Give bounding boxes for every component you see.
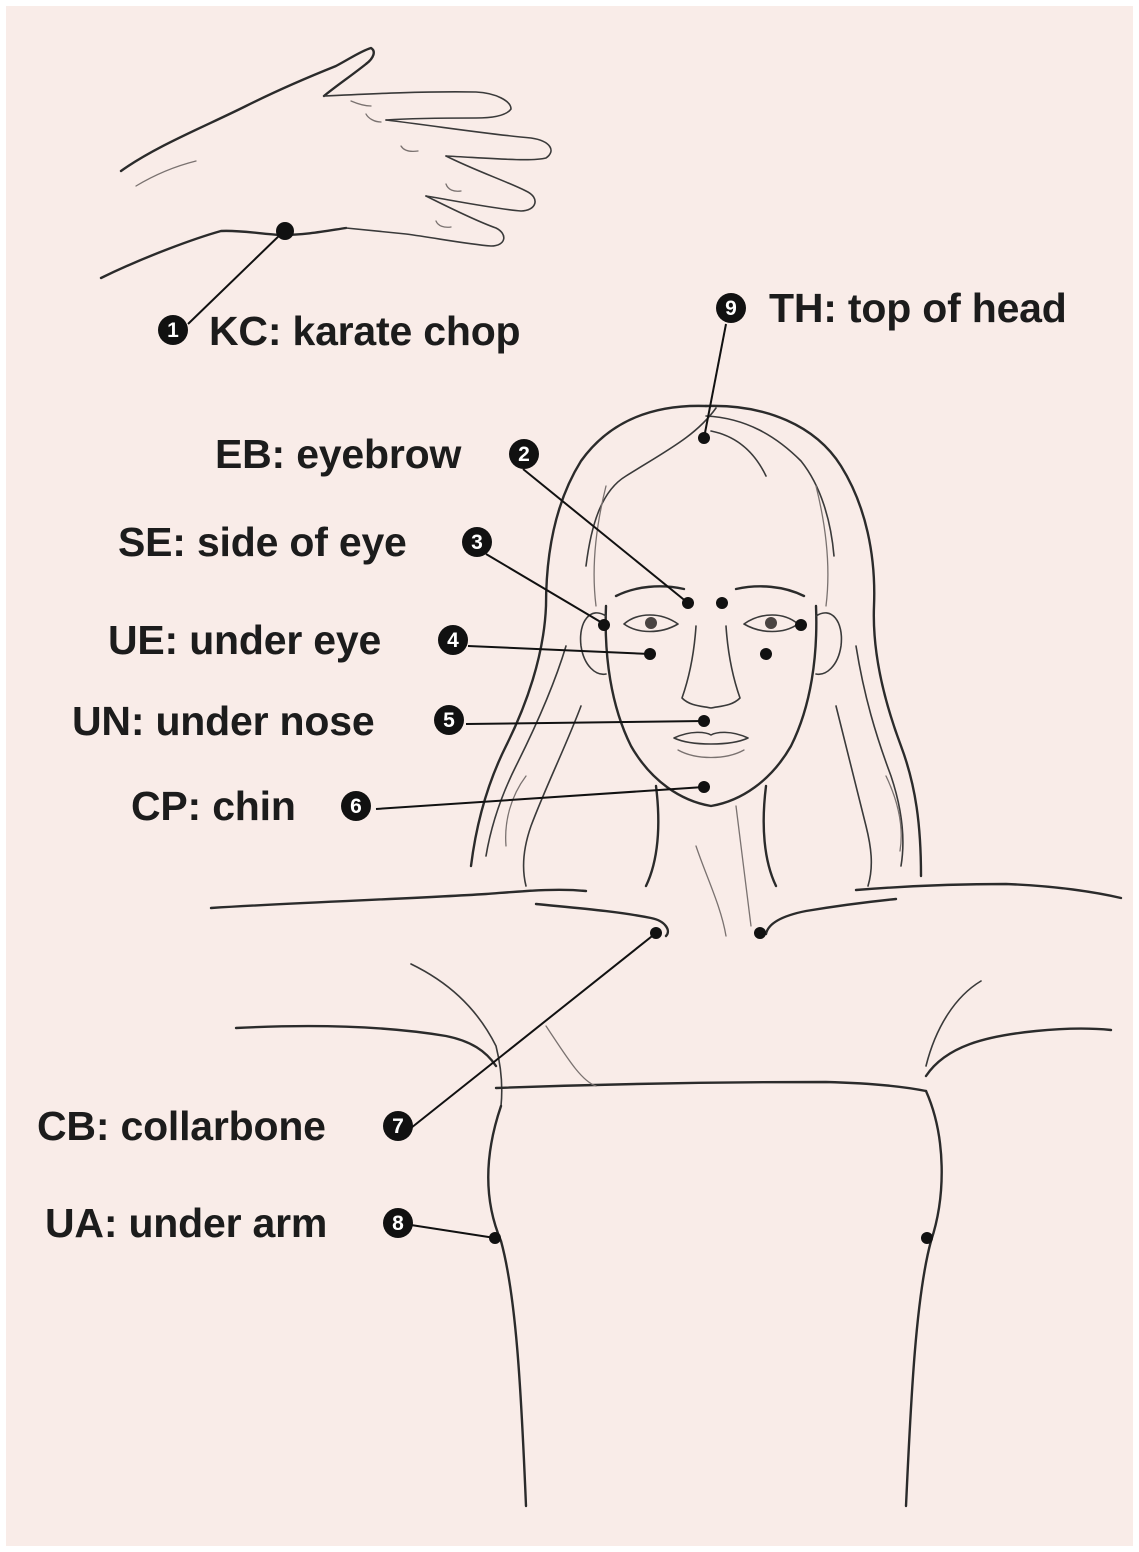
badge-top-of-head: 9	[716, 293, 746, 323]
tapping-points	[276, 222, 933, 1244]
point-side-of-eye-left	[598, 619, 610, 631]
leader-collarbone	[411, 933, 656, 1128]
point-chin	[698, 781, 710, 793]
hand-drawing	[101, 48, 551, 278]
label-collarbone: CB: collarbone	[37, 1106, 326, 1147]
point-collarbone-right	[754, 927, 766, 939]
point-under-nose	[698, 715, 710, 727]
label-top-of-head: TH: top of head	[769, 288, 1067, 329]
leader-top-of-head	[704, 324, 726, 438]
badge-chin: 6	[341, 791, 371, 821]
diagram-panel: 1 KC: karate chop 9 TH: top of head EB: …	[6, 6, 1133, 1546]
leader-chin	[376, 787, 704, 809]
badge-under-eye: 4	[438, 625, 468, 655]
point-eyebrow-left	[682, 597, 694, 609]
point-collarbone-left	[650, 927, 662, 939]
hair-drawing	[471, 406, 921, 886]
label-under-arm: UA: under arm	[45, 1203, 327, 1244]
label-eyebrow: EB: eyebrow	[215, 434, 461, 475]
point-side-of-eye-right	[795, 619, 807, 631]
point-under-eye-left	[644, 648, 656, 660]
point-eyebrow-right	[716, 597, 728, 609]
figure-illustration	[6, 6, 1133, 1546]
label-karate-chop: KC: karate chop	[209, 311, 520, 352]
leader-under-arm	[411, 1225, 495, 1238]
point-under-arm-right	[921, 1232, 933, 1244]
badge-under-arm: 8	[383, 1208, 413, 1238]
badge-eyebrow: 2	[509, 439, 539, 469]
body-drawing	[211, 884, 1121, 1506]
point-top-of-head	[698, 432, 710, 444]
badge-karate-chop: 1	[158, 315, 188, 345]
label-chin: CP: chin	[131, 786, 296, 827]
label-under-eye: UE: under eye	[108, 620, 381, 661]
point-karate-chop	[276, 222, 294, 240]
leader-under-nose	[466, 721, 704, 724]
badge-under-nose: 5	[434, 705, 464, 735]
badge-side-of-eye: 3	[462, 527, 492, 557]
point-under-eye-right	[760, 648, 772, 660]
badge-collarbone: 7	[383, 1111, 413, 1141]
label-side-of-eye: SE: side of eye	[118, 522, 407, 563]
face-drawing	[581, 586, 842, 936]
label-under-nose: UN: under nose	[72, 701, 374, 742]
point-under-arm-left	[489, 1232, 501, 1244]
leader-under-eye	[468, 646, 650, 654]
